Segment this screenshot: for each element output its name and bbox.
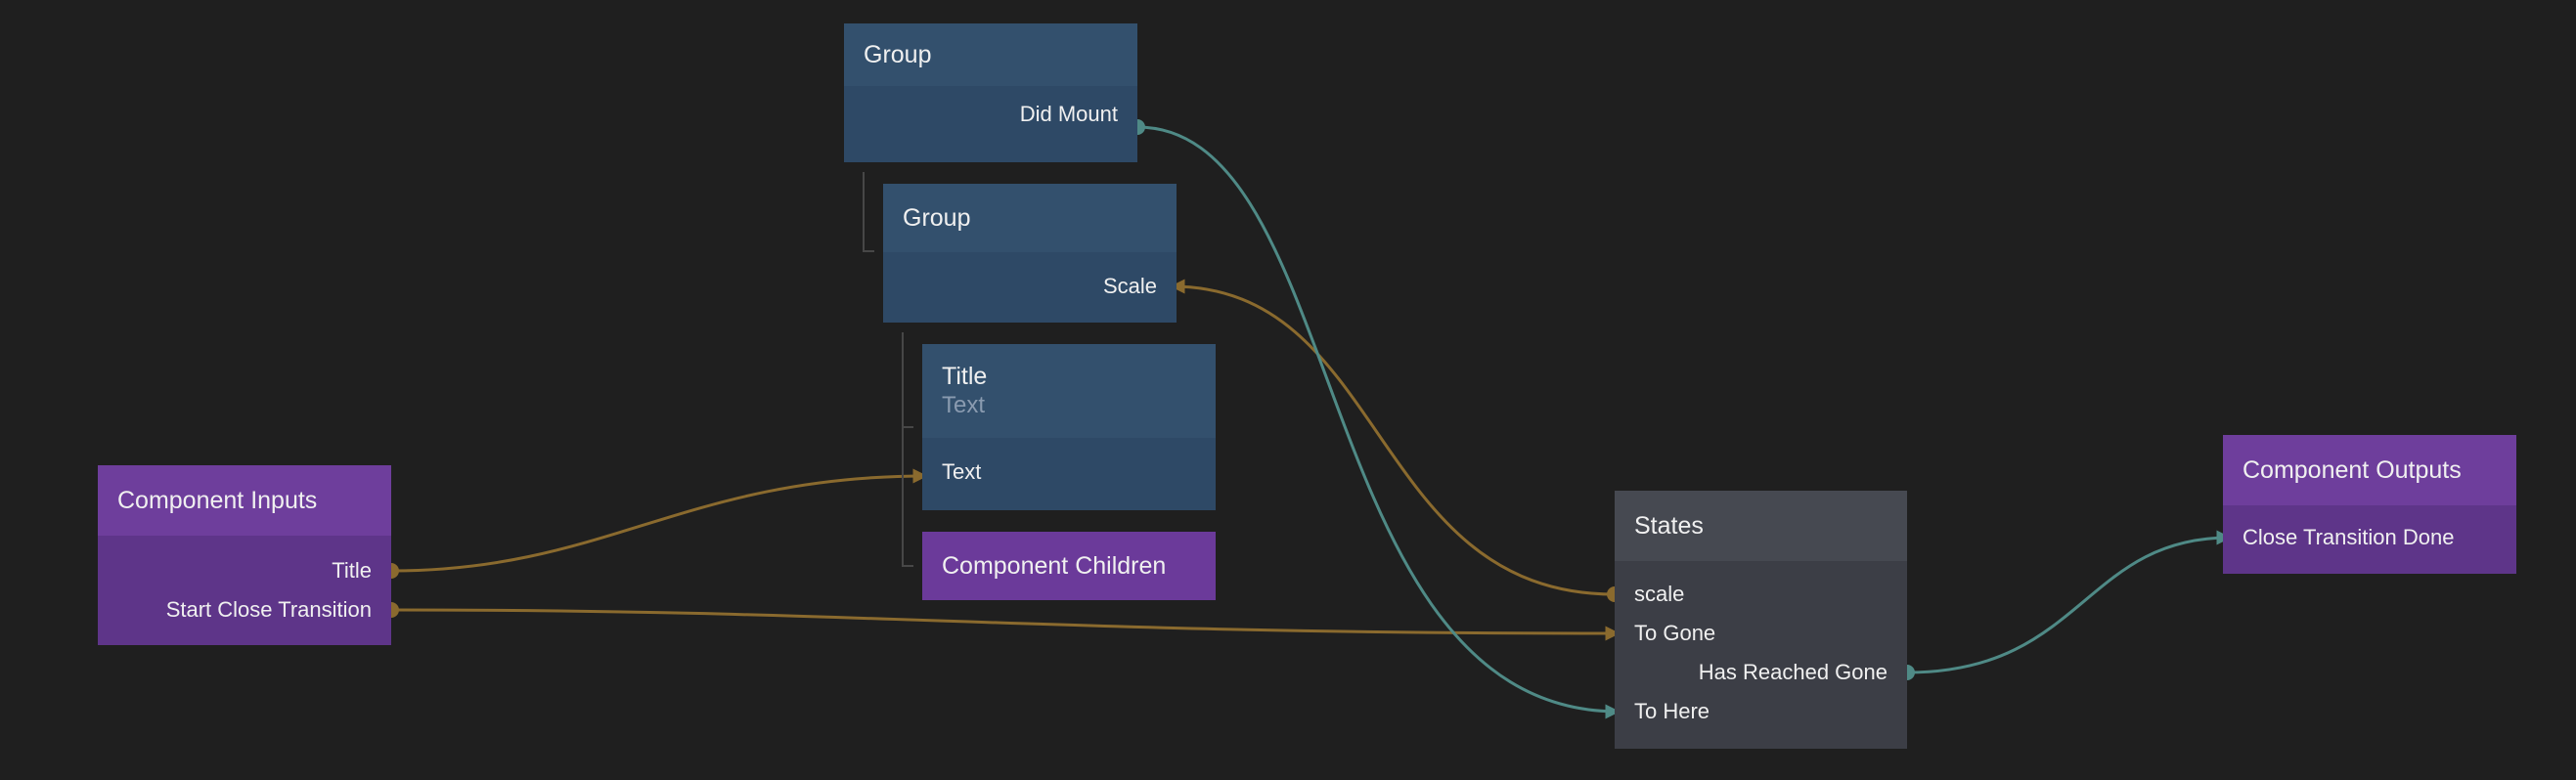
node-body: Text: [922, 438, 1216, 510]
port-has-reached-gone[interactable]: Has Reached Gone: [1698, 660, 1888, 684]
node-title: Component Inputs: [117, 487, 318, 514]
port-to-gone[interactable]: To Gone: [1634, 621, 1716, 645]
port-scale[interactable]: scale: [1634, 582, 1685, 606]
node-header: Component Children: [922, 532, 1216, 600]
node-body: Close Transition Done: [2223, 505, 2516, 574]
node-title: Group: [903, 204, 971, 232]
node-header: Component Inputs: [98, 465, 391, 536]
node-header: Group: [844, 23, 1137, 86]
hierarchy-line: [902, 332, 904, 567]
port-title[interactable]: Title: [332, 558, 372, 583]
wire-title-to-text[interactable]: [390, 468, 928, 573]
node-title: Component Children: [942, 552, 1167, 580]
hierarchy-line: [863, 172, 865, 252]
component-inputs-node[interactable]: Component Inputs Title Start Close Trans…: [98, 465, 391, 645]
port-text[interactable]: Text: [942, 459, 982, 484]
node-header: Title Text: [922, 344, 1216, 438]
node-body: scale To Gone Has Reached Gone To Here: [1615, 561, 1907, 749]
port-to-here[interactable]: To Here: [1634, 699, 1710, 723]
states-node[interactable]: States scale To Gone Has Reached Gone To…: [1615, 491, 1907, 749]
node-type-label: Text: [942, 392, 986, 418]
node-header: Component Outputs: [2223, 435, 2516, 505]
component-children-node[interactable]: Component Children: [922, 532, 1216, 600]
node-header: States: [1615, 491, 1907, 561]
hierarchy-line: [902, 565, 913, 567]
hierarchy-line: [863, 250, 874, 252]
node-title: Component Outputs: [2243, 456, 2462, 484]
hierarchy-line: [902, 426, 913, 428]
wire-scale-to-group-scale[interactable]: [1170, 279, 1616, 596]
component-outputs-node[interactable]: Component Outputs Close Transition Done: [2223, 435, 2516, 574]
node-title: States: [1634, 512, 1704, 540]
port-did-mount[interactable]: Did Mount: [1019, 102, 1118, 126]
group-node-child[interactable]: Group Scale: [883, 184, 1177, 323]
group-node[interactable]: Group Did Mount: [844, 23, 1137, 162]
node-header: Group: [883, 184, 1177, 252]
port-close-transition-done[interactable]: Close Transition Done: [2243, 525, 2455, 549]
node-body: Did Mount: [844, 86, 1137, 162]
node-body: Scale: [883, 252, 1177, 323]
node-title: Group: [864, 41, 932, 68]
wire-start-close-to-togone[interactable]: [390, 608, 1621, 641]
port-start-close-transition[interactable]: Start Close Transition: [165, 597, 372, 622]
text-node[interactable]: Title Text Text: [922, 344, 1216, 510]
wire-reachedgone-to-outputs[interactable]: [1906, 530, 2232, 674]
node-body: Title Start Close Transition: [98, 536, 391, 645]
port-scale[interactable]: Scale: [1102, 274, 1157, 298]
node-title: Title: [942, 363, 988, 390]
